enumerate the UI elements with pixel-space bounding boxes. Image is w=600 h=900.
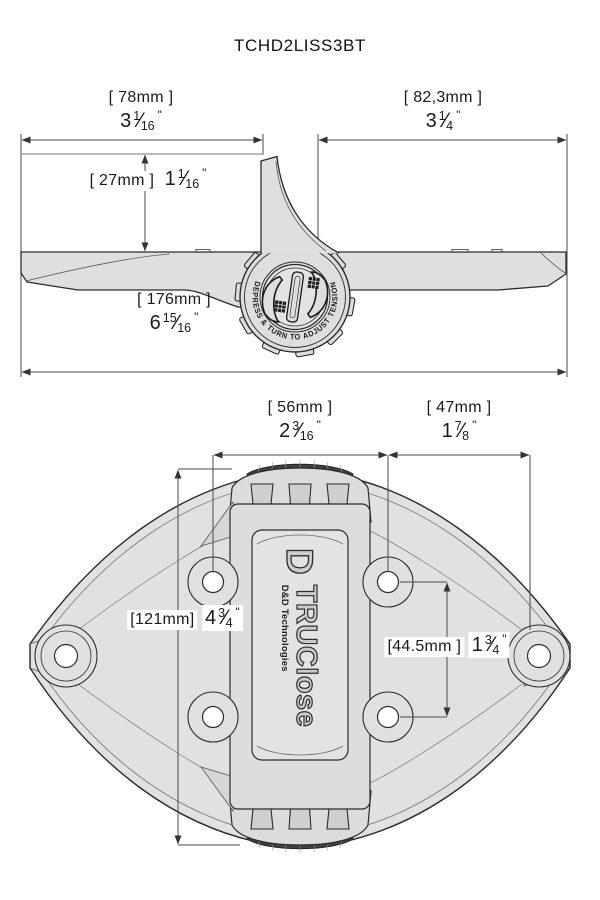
knurl-pad-right — [307, 276, 320, 290]
tension-adjuster-knob: DEPRESS & TURN TO ADJUST TENSION — [234, 241, 356, 358]
hinge-fin — [260, 155, 340, 254]
brand-name: TRUClose — [290, 584, 323, 728]
mounting-hole-bottom-left — [187, 691, 239, 743]
brand-label: D TRUClose D&D Technologies — [252, 530, 348, 760]
part-number-title: TCHD2LISS3BT — [234, 36, 366, 55]
pawl-left — [261, 275, 284, 323]
plan-view-drawing — [29, 451, 571, 853]
mounting-hole-outer-right — [507, 624, 571, 688]
side-view-drawing: DEPRESS & TURN TO ADJUST TENSION — [20, 134, 568, 377]
mounting-hole-bottom-right — [362, 691, 414, 743]
right-hinge-leaf — [321, 249, 567, 291]
mounting-hole-top-right — [362, 556, 414, 608]
brand-label-plate — [251, 529, 349, 761]
mounting-hole-outer-left — [34, 624, 98, 688]
side-view-dimension-lines — [20, 134, 568, 377]
pawl-right — [306, 271, 329, 319]
knob-mechanism — [261, 271, 329, 323]
dnd-logo-icon: D — [279, 547, 321, 575]
company-name: D&D Technologies — [279, 584, 291, 672]
center-plate — [229, 503, 371, 810]
knurl-pad-left — [273, 300, 287, 313]
